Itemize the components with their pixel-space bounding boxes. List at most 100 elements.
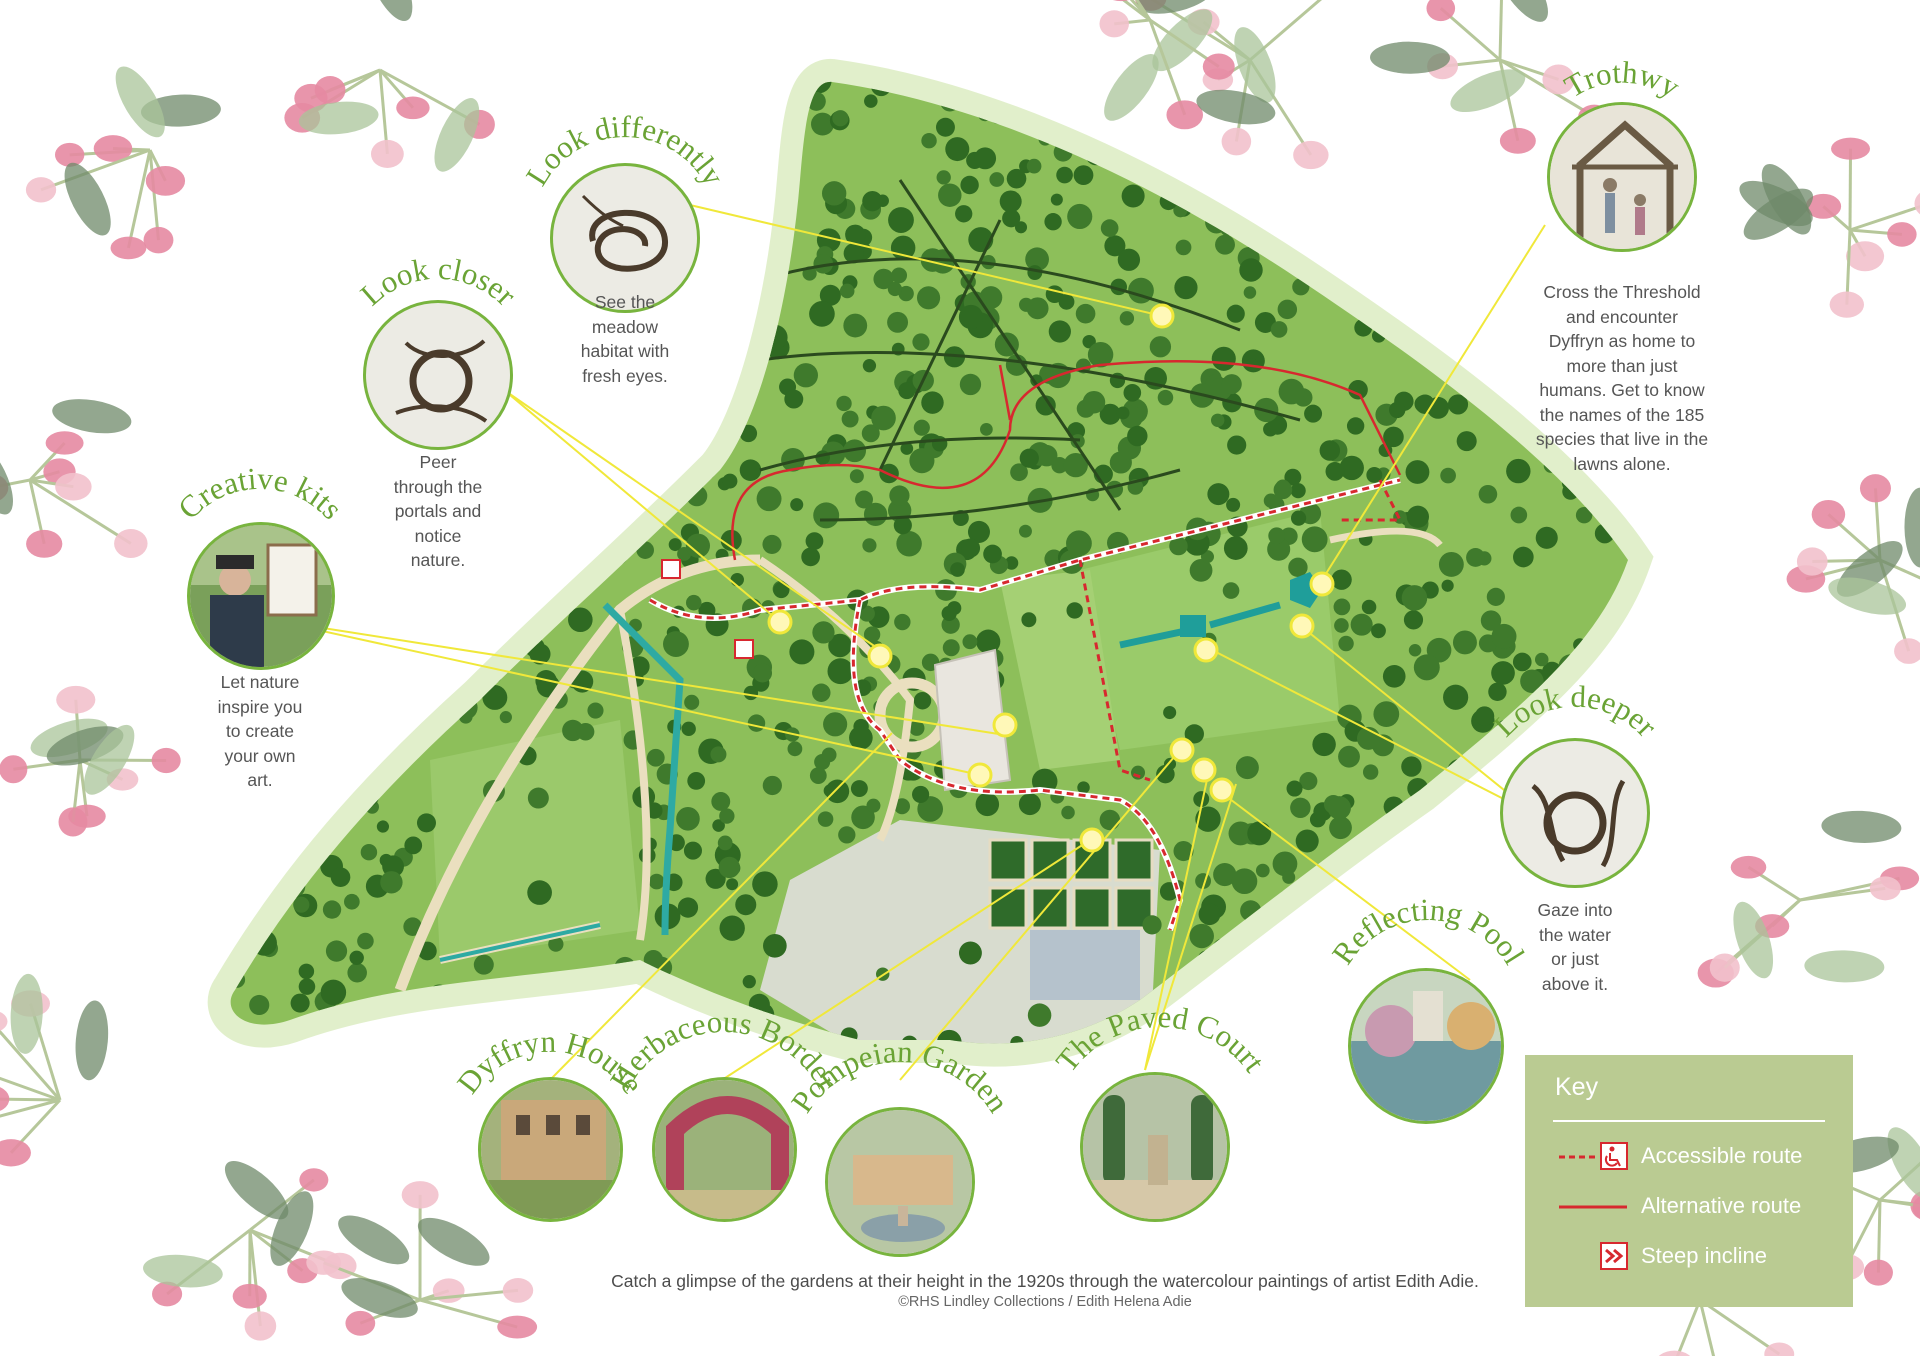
tree <box>1306 107 1327 127</box>
tree <box>887 311 909 333</box>
tree <box>1073 165 1094 185</box>
poi-reflecting-pool[interactable]: Reflecting Pool <box>1278 892 1578 1124</box>
tree <box>1400 297 1419 316</box>
tree <box>1346 417 1365 435</box>
tree <box>838 826 856 844</box>
tree <box>790 498 804 512</box>
tree <box>722 473 738 489</box>
tree <box>576 722 595 741</box>
tree <box>863 626 881 643</box>
tree <box>646 748 665 767</box>
sweet-pea-flower <box>1887 222 1917 247</box>
tree <box>1235 756 1259 780</box>
tree <box>1162 86 1178 102</box>
tree <box>1276 122 1301 147</box>
tree <box>1398 234 1422 258</box>
tree <box>1018 793 1041 816</box>
tree <box>1421 219 1439 237</box>
sweet-pea-flower <box>45 431 84 455</box>
poi-marker <box>767 609 793 635</box>
tree <box>1014 221 1028 234</box>
tree <box>1369 111 1393 134</box>
tree <box>793 363 819 388</box>
tree <box>735 894 757 916</box>
rope-loop-image <box>1500 738 1650 888</box>
poi-title-reflecting-pool: Reflecting Pool <box>1325 892 1532 971</box>
description-line: art. <box>247 770 273 790</box>
tree <box>813 502 840 529</box>
tree <box>1050 193 1063 206</box>
sweet-pea-flower <box>1764 1342 1795 1356</box>
tree <box>1334 618 1349 633</box>
tree <box>232 888 247 904</box>
tree <box>599 82 625 109</box>
tree <box>344 893 360 910</box>
poi-pompeian-garden[interactable]: Pompeian Garden <box>750 1034 1050 1257</box>
tree <box>1018 524 1032 538</box>
sweet-pea-flower <box>0 1011 8 1031</box>
tree <box>320 979 347 1006</box>
map-key: Key Accessible route Alternative route S… <box>1525 1055 1853 1307</box>
poi-marker <box>1193 637 1219 663</box>
tree <box>260 849 275 864</box>
tree <box>440 605 459 625</box>
tree <box>1334 139 1360 164</box>
tree <box>1319 440 1341 461</box>
tree <box>298 963 315 980</box>
tree <box>663 631 689 657</box>
tree <box>325 940 348 962</box>
leader-line <box>1321 224 1546 581</box>
tree <box>823 712 848 737</box>
tree <box>836 395 852 412</box>
tree <box>894 613 911 631</box>
poi-title-trothwy: Trothwy <box>1558 55 1686 105</box>
tree <box>1338 745 1360 768</box>
leaf <box>417 1217 490 1266</box>
steep-incline-marker <box>661 559 681 579</box>
sweet-pea-flower <box>58 807 88 837</box>
tree <box>1445 290 1469 314</box>
tree <box>245 797 265 817</box>
key-label-alternative-route: Alternative route <box>1641 1193 1802 1218</box>
sweet-pea-flower <box>497 1315 538 1339</box>
tree <box>909 448 935 474</box>
tree <box>244 327 260 343</box>
tree <box>711 792 731 811</box>
poi-dyffryn-house[interactable]: Dyffryn House <box>400 1015 700 1225</box>
tree <box>817 811 834 827</box>
great-lawn <box>1080 510 1340 750</box>
sweet-pea-flower <box>1112 0 1129 2</box>
sweet-pea-flower <box>1829 291 1865 318</box>
poi-paved-court[interactable]: The Paved Court <box>1010 999 1310 1222</box>
key-title: Key <box>1555 1073 1599 1101</box>
tree <box>1178 81 1196 94</box>
tree <box>1121 184 1145 208</box>
tree <box>976 629 1001 654</box>
svg-text:Creative kits: Creative kits <box>171 461 350 526</box>
sweet-pea-flower <box>152 1281 183 1307</box>
description-line: Let nature <box>220 672 300 692</box>
description-line: habitat with <box>580 341 670 361</box>
tree <box>742 975 756 989</box>
sweet-pea-flower <box>0 1087 10 1111</box>
tree <box>1227 435 1247 455</box>
tree <box>812 621 835 644</box>
description-line: your own <box>224 745 296 766</box>
poi-herbaceous-border[interactable]: Herbaceous Border <box>574 1004 874 1225</box>
tree <box>913 419 930 436</box>
pompeian-garden-painting <box>825 1107 975 1257</box>
tree <box>812 683 831 702</box>
tree <box>376 820 390 833</box>
poi-title-creative-kits: Creative kits <box>171 461 350 526</box>
tree <box>499 711 512 724</box>
tree <box>1329 816 1352 840</box>
leaf <box>1370 41 1451 74</box>
tree <box>1491 661 1515 685</box>
